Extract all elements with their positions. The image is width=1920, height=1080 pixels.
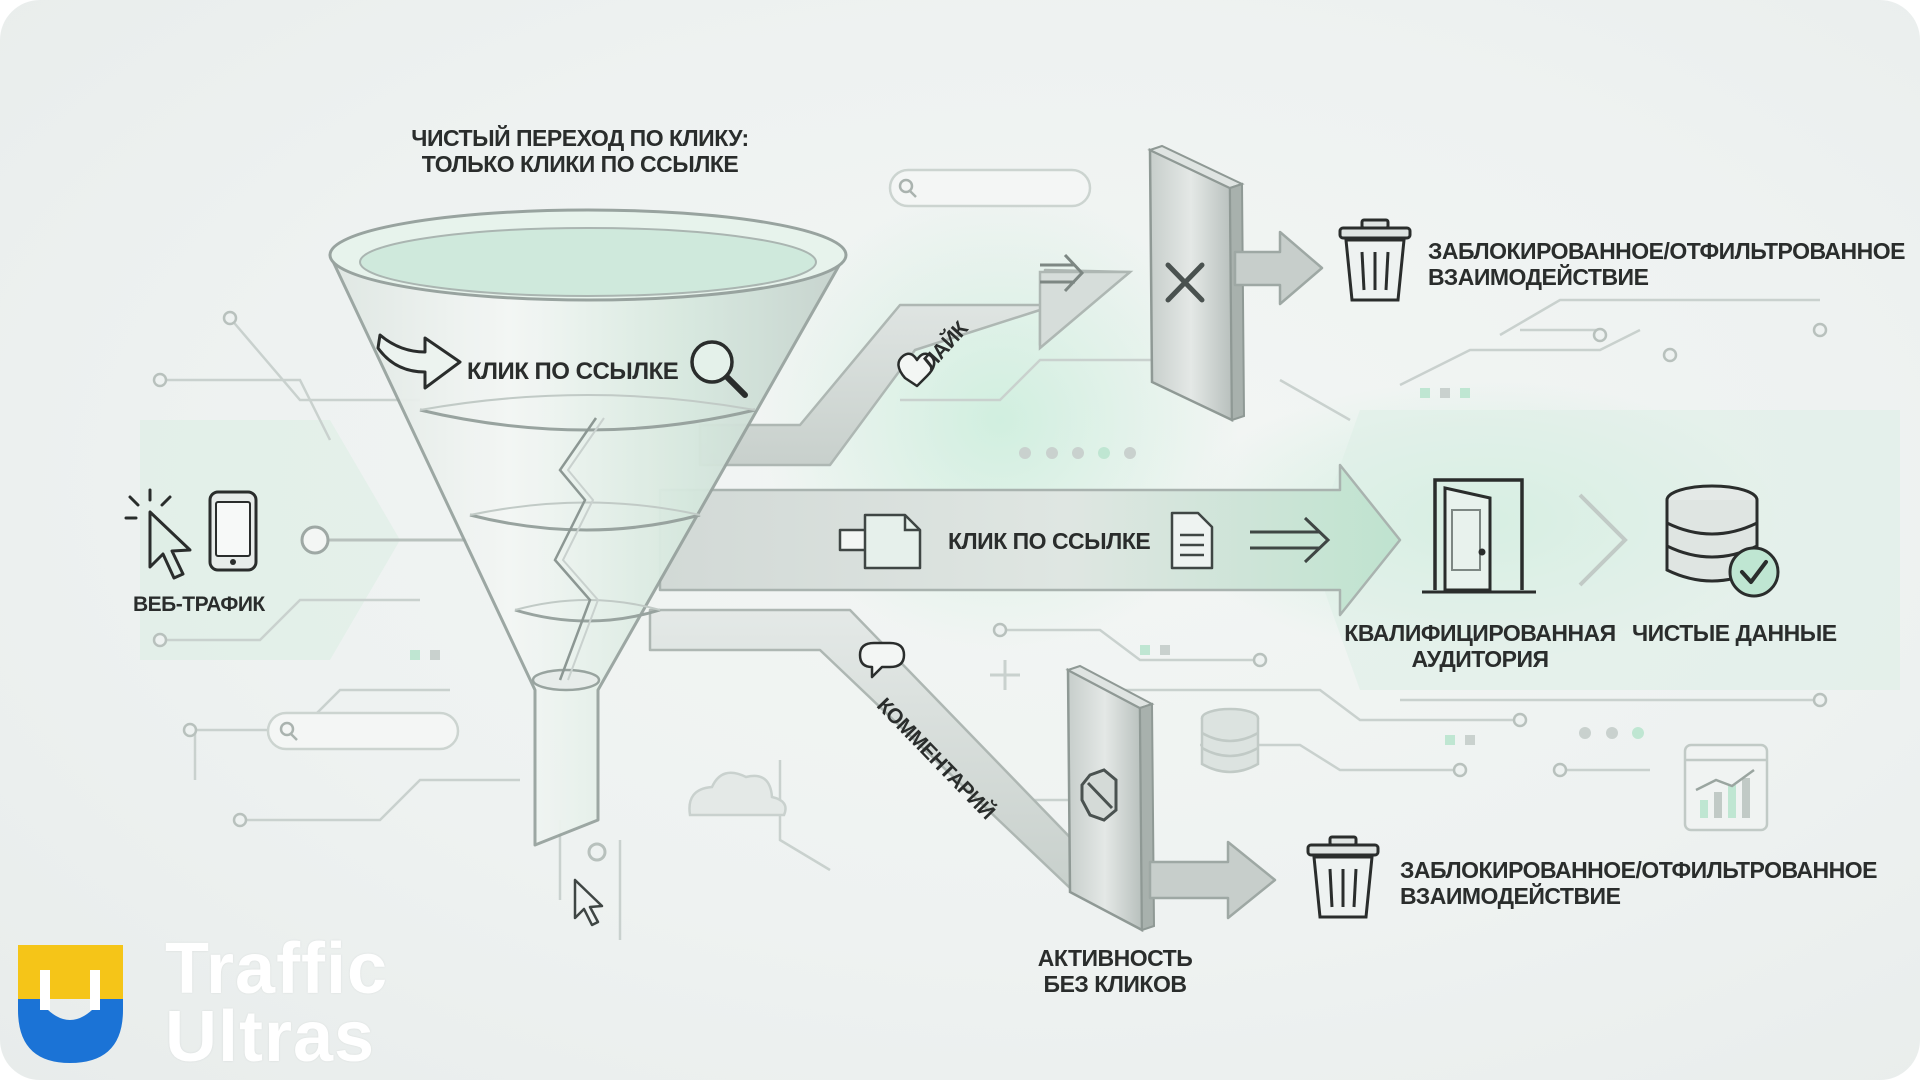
like-path-arrow	[698, 253, 1134, 467]
top-result-arrow	[1233, 230, 1324, 306]
logo-line2: Ultras	[165, 997, 376, 1077]
door-icon	[1422, 478, 1536, 594]
database-small-icon	[1200, 707, 1260, 774]
bottom-result-arrow	[1148, 840, 1277, 920]
cursor-icon	[124, 488, 192, 580]
cloud-icon	[688, 771, 787, 817]
heart-icon	[897, 352, 936, 388]
source-label: ВЕБ-ТРАФИК	[133, 593, 265, 616]
top-result-line1: ЗАБЛОКИРОВАННОЕ/ОТФИЛЬТРОВАННОЕ	[1428, 238, 1906, 264]
database-check-icon	[1665, 484, 1780, 598]
bolt-icon	[1080, 768, 1118, 822]
circuit-nodes	[152, 310, 1828, 828]
bottom-block-wall	[1065, 664, 1156, 933]
bottom-result-label: ЗАБЛОКИРОВАННОЕ/ОТФИЛЬТРОВАННОЕ ВЗАИМОДЕ…	[1400, 857, 1878, 910]
logo-line1: Traffic	[165, 929, 389, 1009]
source-connector	[300, 525, 470, 555]
decor-dots	[410, 388, 1644, 745]
search-bar-bottom	[266, 711, 460, 751]
funnel-title-line2: ТОЛЬКО КЛИКИ ПО ССЫЛКЕ	[421, 151, 739, 178]
funnel-inside-label: КЛИК ПО ССЫЛКЕ	[467, 358, 679, 385]
gate-line2: БЕЗ КЛИКОВ	[1043, 971, 1187, 998]
bottom-result-line1: ЗАБЛОКИРОВАННОЕ/ОТФИЛЬТРОВАННОЕ	[1400, 857, 1878, 883]
logo-wordmark: Traffic Ultras	[165, 929, 389, 1077]
audience-label: КВАЛИФИЦИРОВАННАЯ АУДИТОРИЯ	[1340, 620, 1620, 673]
audience-line1: КВАЛИФИЦИРОВАННАЯ	[1344, 620, 1616, 646]
comment-icon	[858, 641, 906, 679]
chart-icon	[1683, 743, 1769, 832]
main-path-label: КЛИК ПО ССЫЛКЕ	[948, 528, 1151, 554]
gear-icon	[587, 842, 607, 862]
document-icon-left	[863, 513, 922, 570]
audience-line2: АУДИТОРИЯ	[1411, 646, 1549, 673]
top-result-line2: ВЗАИМОДЕЙСТВИЕ	[1428, 264, 1649, 291]
trash-icon-bottom	[1306, 835, 1380, 919]
bottom-result-line2: ВЗАИМОДЕЙСТВИЕ	[1400, 883, 1621, 910]
cursor-icon-bottom	[573, 878, 604, 927]
funnel-title: ЧИСТЫЙ ПЕРЕХОД ПО КЛИКУ: ТОЛЬКО КЛИКИ ПО…	[400, 125, 760, 178]
double-arrow-icon	[1250, 516, 1331, 564]
search-icon	[690, 340, 748, 398]
top-result-label: ЗАБЛОКИРОВАННОЕ/ОТФИЛЬТРОВАННОЕ ВЗАИМОДЕ…	[1428, 238, 1906, 291]
close-icon	[1165, 262, 1205, 303]
clean-data-label: ЧИСТЫЕ ДАННЫЕ	[1632, 620, 1837, 646]
funnel-title-line1: ЧИСТЫЙ ПЕРЕХОД ПО КЛИКУ:	[411, 125, 749, 151]
document-icon	[1170, 511, 1214, 570]
main-path-arrow	[658, 463, 1402, 617]
gate-line1: АКТИВНОСТЬ	[1037, 945, 1193, 971]
funnel	[328, 208, 848, 847]
search-bar-top	[888, 168, 1092, 208]
top-block-wall	[1147, 144, 1246, 422]
trash-icon	[1338, 218, 1412, 302]
logo-mark	[18, 945, 123, 1063]
funnel-arrow-icon	[376, 333, 462, 390]
phone-icon	[208, 490, 258, 572]
chevron-right-icon	[1578, 493, 1628, 587]
gate-label: АКТИВНОСТЬ БЕЗ КЛИКОВ	[1020, 945, 1210, 998]
